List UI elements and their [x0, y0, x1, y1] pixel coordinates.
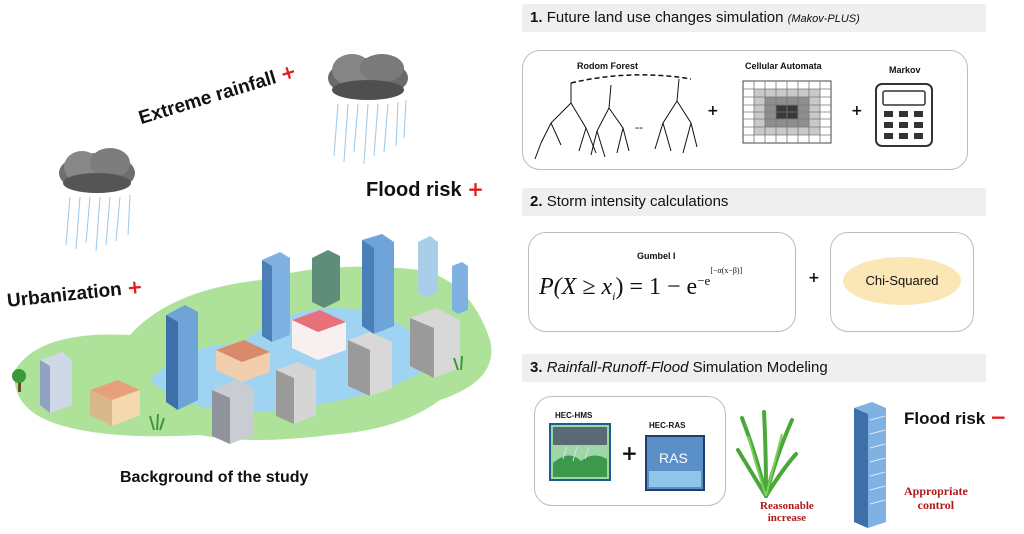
plus-sign: +	[467, 177, 484, 201]
land-use-simulation-panel: Rodom Forest -- + Cellular Automata + Ma…	[522, 50, 968, 170]
section-2-header: 2. Storm intensity calculations	[522, 188, 986, 216]
building-icon	[212, 380, 254, 444]
hec-hms-label: HEC-HMS	[555, 411, 593, 420]
ras-text: RAS	[659, 450, 688, 466]
gumbel-label: Gumbel I	[637, 251, 676, 261]
hec-ras-label: HEC-RAS	[649, 421, 686, 430]
building-icon	[90, 380, 140, 426]
building-icon	[418, 236, 438, 298]
extreme-rainfall-label: Extreme rainfall +	[136, 60, 300, 130]
building-icon	[348, 332, 392, 396]
plus-sign: +	[851, 103, 863, 119]
section-3-header: 3. Rainfall-Runoff-Flood Simulation Mode…	[522, 354, 986, 382]
tall-building-icon	[854, 402, 886, 528]
calculator-icon	[875, 83, 933, 147]
chi-squared-oval: Chi-Squared	[843, 257, 961, 305]
building-icon	[262, 252, 290, 342]
cellular-automata-grid-icon	[742, 80, 832, 144]
cellular-automata-label: Cellular Automata	[745, 61, 822, 71]
markov-label: Markov	[889, 65, 921, 75]
building-icon	[410, 308, 460, 378]
building-icon	[40, 352, 72, 413]
svg-text:--: --	[635, 120, 643, 134]
plus-sign: +	[707, 103, 719, 119]
plus-sign: +	[808, 270, 820, 286]
flood-risk-increase-label: Flood risk +	[366, 177, 484, 201]
building-icon	[312, 250, 340, 308]
appropriate-control-label: Appropriate control	[904, 484, 968, 512]
section-1-header: 1. Future land use changes simulation (M…	[522, 4, 986, 32]
minus-sign: −	[989, 405, 1007, 429]
plus-sign: +	[621, 441, 638, 465]
rain-cloud-left-icon	[59, 148, 135, 252]
building-icon	[362, 234, 394, 334]
flood-risk-decrease-label: Flood risk −	[904, 405, 1007, 429]
random-forest-trees-icon: --	[534, 74, 698, 160]
grass-icon	[736, 410, 798, 498]
building-icon	[452, 262, 468, 314]
city-island-illustration	[12, 234, 492, 444]
building-icon	[166, 305, 198, 410]
building-icon	[292, 310, 346, 360]
rain-cloud-right-icon	[328, 54, 408, 165]
gumbel-formula: P(X ≥ xi) = 1 − e−e[−α(x−β)]	[539, 266, 743, 303]
building-icon	[276, 362, 316, 424]
random-forest-label: Rodom Forest	[577, 61, 639, 71]
chi-squared-panel: Chi-Squared	[830, 232, 974, 332]
reasonable-increase-label: Reasonable increase	[760, 500, 814, 524]
gumbel-formula-panel: Gumbel I P(X ≥ xi) = 1 − e−e[−α(x−β)]	[528, 232, 796, 332]
building-icon	[216, 340, 270, 382]
study-background-caption: Background of the study	[120, 469, 309, 486]
hec-models-panel: HEC-HMS + HEC-RAS RAS	[534, 396, 726, 506]
hec-ras-icon: RAS	[645, 435, 705, 491]
hec-hms-icon	[549, 423, 611, 481]
plus-sign: +	[277, 60, 300, 86]
